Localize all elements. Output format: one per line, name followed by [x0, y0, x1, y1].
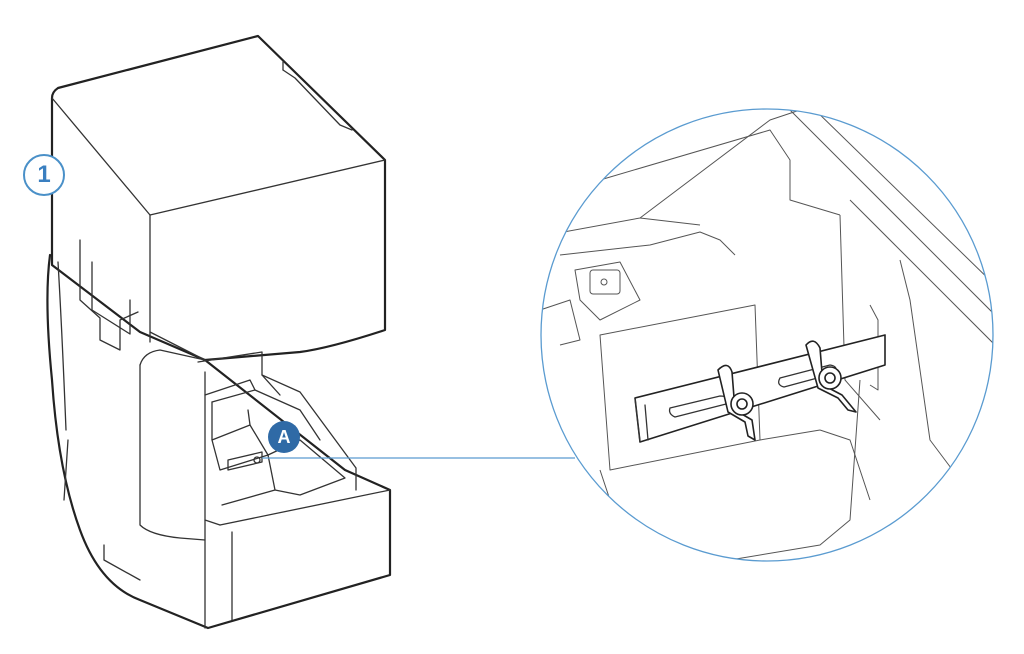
step-number-badge: 1 — [23, 154, 65, 196]
callout-label-text: A — [277, 426, 291, 447]
step-number-text: 1 — [37, 161, 51, 188]
device-top-hopper — [50, 34, 387, 362]
guide-rail-bracket — [634, 334, 886, 443]
device-illustration — [46, 34, 392, 630]
callout-label-badge: A — [268, 421, 300, 453]
zoom-detail-view — [540, 108, 994, 562]
device-base-body — [46, 239, 392, 630]
